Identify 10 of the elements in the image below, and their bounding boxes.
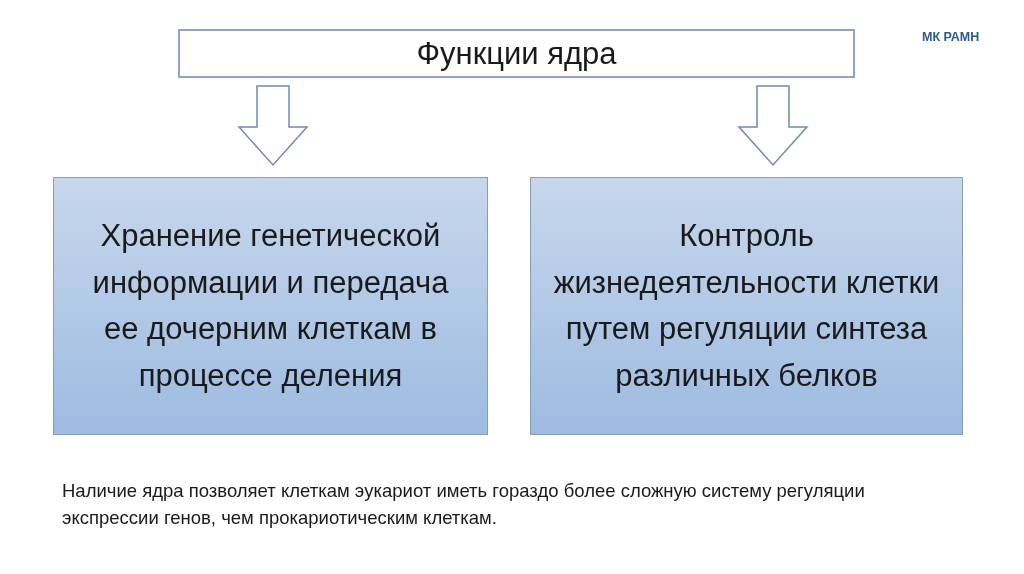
arrow [237, 85, 309, 167]
function-box [530, 177, 963, 435]
description: Хранение генетической информации и передача ее дочерним клеткам в процессе деления [91, 217, 450, 395]
heading: Функции ядра [416, 35, 617, 72]
organization-label: МК РАМН [922, 30, 981, 44]
description: Контроль жизнедеятельности клетки путем регуляции синтеза различных белков [552, 217, 941, 395]
function-box [53, 177, 488, 435]
note: Наличие ядра позволяет клеткам эукариот иметь гораздо более сложную систему регуляции экспрессии генов, чем прокариотическим клеткам. [62, 479, 866, 530]
arrow [737, 85, 809, 167]
title-box [178, 29, 855, 78]
